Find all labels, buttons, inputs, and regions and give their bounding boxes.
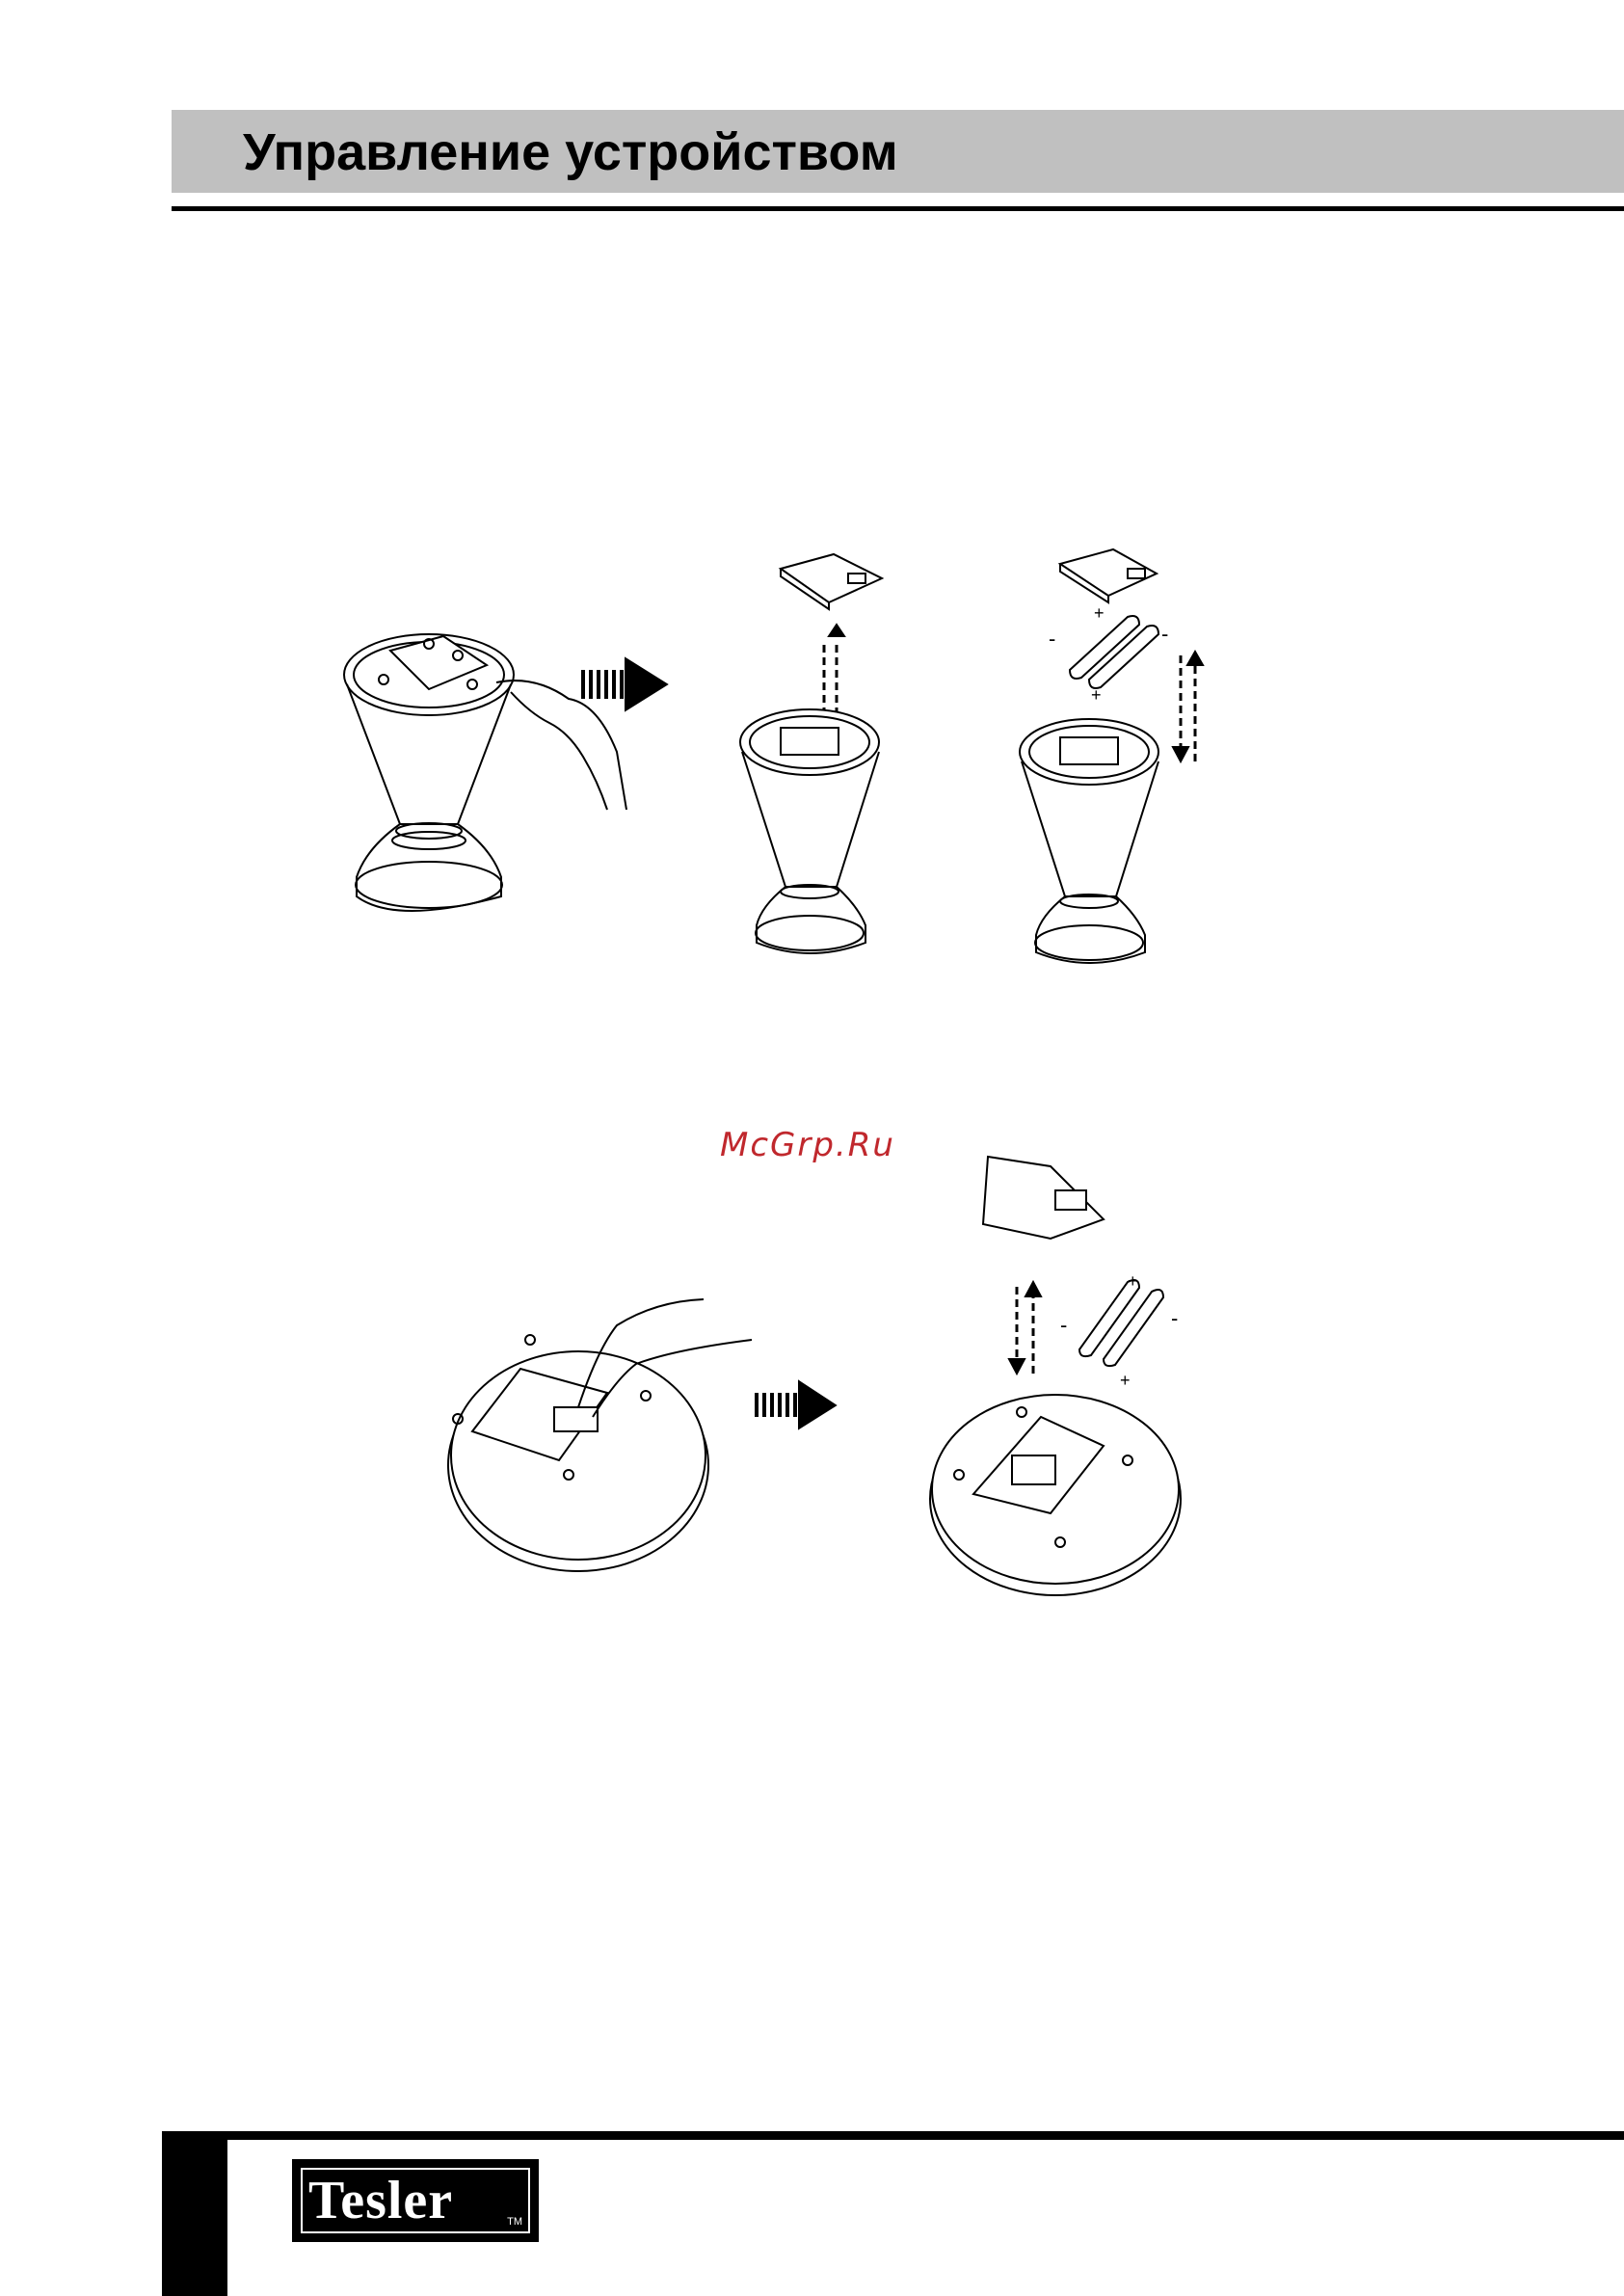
page-title: Управление устройством — [243, 118, 898, 187]
minus-label-left: - — [1049, 627, 1055, 651]
minus-label-right: - — [1161, 622, 1168, 646]
plus-label-top: + — [1094, 603, 1105, 623]
battery-install-illustration-base: + + - - — [308, 521, 1263, 964]
header-divider — [172, 206, 1624, 211]
logo-text: Tesler — [308, 2170, 453, 2231]
round-device-with-cover-illustration — [448, 1299, 752, 1571]
logo-trademark: TM — [507, 2216, 522, 2228]
plus-label-top: + — [1128, 1271, 1138, 1291]
round-device-open-illustration: + + - - — [930, 1157, 1181, 1595]
battery-install-illustration-round: + + - - — [386, 1128, 1234, 1600]
device-batteries-illustration: + + - - — [1020, 549, 1203, 963]
minus-label-left: - — [1060, 1313, 1067, 1337]
minus-label-right: - — [1171, 1306, 1178, 1330]
plus-label-bottom: + — [1120, 1371, 1131, 1390]
footer-divider — [162, 2131, 1624, 2140]
plus-label-bottom: + — [1091, 685, 1102, 705]
tesler-logo: Tesler TM — [292, 2159, 539, 2242]
footer-side-bar — [162, 2131, 227, 2296]
device-open-illustration — [740, 554, 882, 953]
right-arrow-icon — [757, 1383, 834, 1427]
right-arrow-icon — [583, 660, 665, 708]
